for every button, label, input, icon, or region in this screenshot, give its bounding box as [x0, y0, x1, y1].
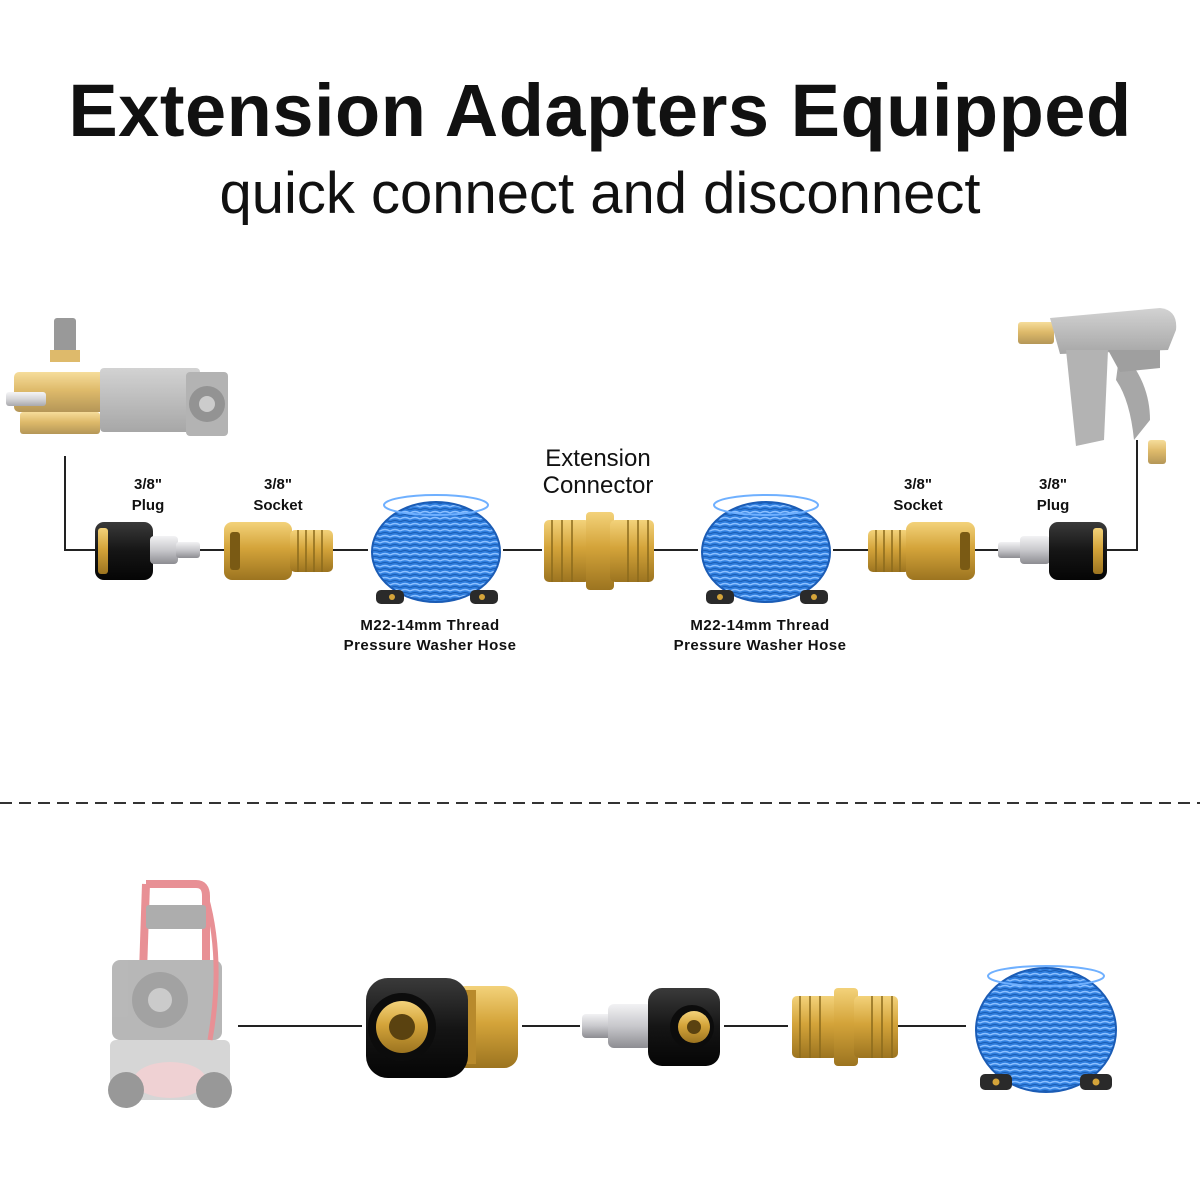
brass-socket-left-icon: [224, 522, 333, 580]
plug-left-label: 3/8" Plug: [108, 474, 188, 516]
m22-plug-left-icon: [95, 522, 200, 580]
hose-right-label: M22-14mm Thread Pressure Washer Hose: [650, 616, 870, 656]
extension-connector-label: Extension Connector: [510, 445, 686, 499]
plug-right-name: Plug: [1036, 497, 1070, 514]
page-title: Extension Adapters Equipped: [68, 69, 1132, 152]
socket-right-size: 3/8": [904, 476, 932, 493]
socket-left-label: 3/8" Socket: [238, 474, 318, 516]
page-subtitle: quick connect and disconnect: [219, 161, 981, 226]
socket-right-label: 3/8" Socket: [878, 474, 958, 516]
spray-gun-icon: [1018, 308, 1177, 464]
socket-left-size: 3/8": [264, 476, 292, 493]
extension-connector-icon: [544, 512, 654, 590]
hose-right-line1: M22-14mm Thread: [690, 617, 830, 634]
plug-right-label: 3/8" Plug: [1013, 474, 1093, 516]
top-connector-lines: [64, 440, 1138, 551]
plug-right-size: 3/8": [1039, 476, 1067, 493]
socket-right-name: Socket: [893, 497, 943, 514]
pressure-washer-machine-icon: [108, 880, 232, 1108]
brass-socket-right-icon: [868, 522, 975, 580]
connector-label-line2: Connector: [542, 472, 654, 499]
hose-coil-bottom-icon: [975, 965, 1117, 1093]
brass-coupler-icon: [792, 988, 898, 1066]
plug-left-name: Plug: [131, 497, 165, 514]
hose-left-label: M22-14mm Thread Pressure Washer Hose: [320, 616, 540, 656]
pressure-pump-icon: [6, 318, 228, 436]
connector-label-line1: Extension: [545, 445, 651, 472]
hose-coil-right-icon: [701, 494, 831, 604]
hose-coil-left-icon: [371, 494, 501, 604]
plug-left-size: 3/8": [134, 476, 162, 493]
hose-right-line2: Pressure Washer Hose: [673, 637, 847, 654]
m22-female-adapter-icon: [366, 978, 518, 1078]
m22-plug-right-icon: [998, 522, 1107, 580]
hose-left-line2: Pressure Washer Hose: [343, 637, 517, 654]
hose-left-line1: M22-14mm Thread: [360, 617, 500, 634]
quick-plug-adapter-icon: [582, 988, 720, 1066]
socket-left-name: Socket: [253, 497, 303, 514]
